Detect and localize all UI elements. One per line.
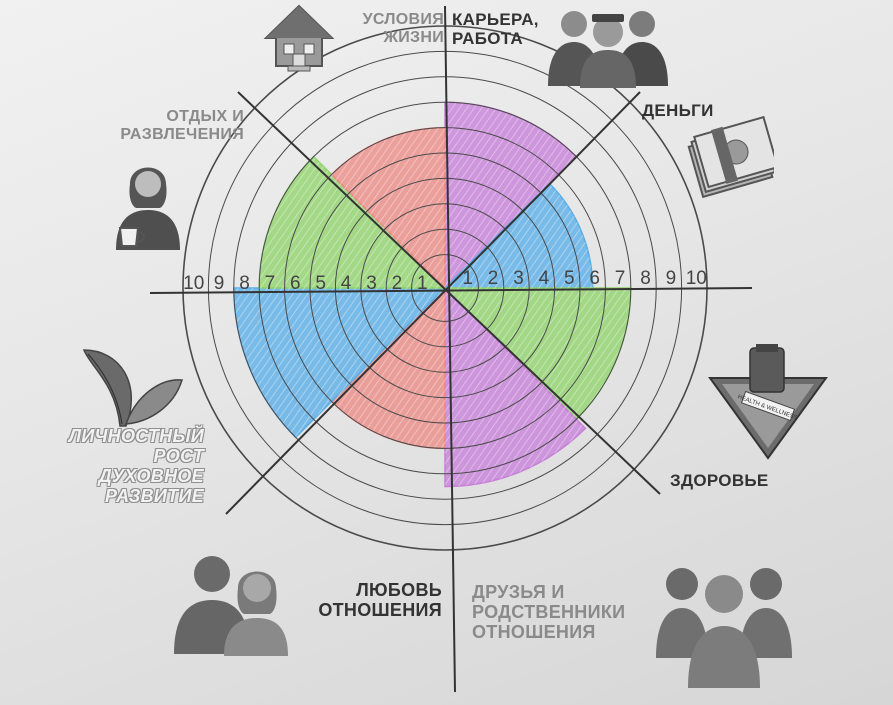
tick-label-left: 5 [315, 273, 326, 294]
house-icon [263, 4, 335, 72]
caption-love: ЛЮБОВЬ ОТНОШЕНИЯ [296, 580, 442, 620]
tick-label-left: 9 [214, 273, 225, 294]
tick-label-left: 2 [392, 273, 403, 294]
tick-label-left: 4 [341, 273, 352, 294]
caption-line: ЛЮБОВЬ [356, 580, 442, 600]
caption-line: ЛИЧНОСТНЫЙ [68, 426, 204, 446]
tick-label-right: 3 [513, 268, 524, 289]
sector-hatch [445, 102, 577, 288]
tick-label-right: 8 [640, 268, 651, 289]
caption-line: ДУХОВНОЕ [98, 466, 204, 487]
sector-dividers [149, 5, 753, 693]
caption-line: РАБОТА [452, 29, 523, 49]
tick-label-right: 4 [539, 268, 550, 289]
horizontal-axis [149, 287, 753, 294]
sector-hatch [445, 288, 586, 487]
woman-with-cup-icon [116, 167, 180, 250]
caption-line: РАЗВИТИЕ [104, 486, 204, 507]
couple-icon [174, 556, 288, 656]
caption-leisure: ОТДЫХ И РАЗВЛЕЧЕНИЯ [104, 108, 244, 144]
pencil-hatching [233, 102, 631, 487]
scale-ring [334, 177, 556, 399]
tick-label-right: 1 [462, 268, 473, 289]
tick-label-left: 7 [265, 273, 276, 294]
money-stack-icon [687, 115, 774, 199]
scale-ring [258, 101, 632, 475]
leaf-icon [82, 349, 183, 427]
caption-money: ДЕНЬГИ [642, 101, 714, 120]
diagonal-axis [225, 91, 641, 515]
tick-label-left: 8 [239, 273, 250, 294]
sector-hatch [259, 156, 445, 288]
tick-label-left: 3 [366, 273, 377, 294]
tick-label-left: 10 [183, 273, 204, 294]
tick-label-right: 5 [564, 268, 575, 289]
caption-line: РАЗВЛЕЧЕНИЯ [120, 125, 244, 143]
caption-line: КАРЬЕРА, [452, 10, 539, 29]
tick-label-right: 6 [589, 268, 600, 289]
tick-label-right: 2 [488, 268, 499, 289]
tick-label-left: 1 [417, 273, 428, 294]
scale-ring [360, 203, 530, 373]
caption-line: ДРУЗЬЯ И [472, 582, 565, 602]
caption-line: РОДСТВЕННИКИ [472, 602, 626, 623]
scale-ring [284, 127, 606, 449]
caption-career: КАРЬЕРА, РАБОТА [452, 10, 539, 48]
caption-health: ЗДОРОВЬЕ [670, 471, 769, 490]
scale-ring [385, 228, 505, 348]
caption-friends-relatives: ДРУЗЬЯ И РОДСТВЕННИКИ ОТНОШЕНИЯ [472, 582, 625, 642]
caption-line: ЖИЗНИ [383, 28, 444, 46]
scale-ring [411, 254, 479, 322]
tick-label-right: 10 [686, 268, 707, 289]
caption-line: ЗДОРОВЬЕ [670, 471, 769, 490]
vertical-axis [444, 5, 456, 693]
caption-personal-growth: ЛИЧНОСТНЫЙ РОСТ ДУХОВНОЕ РАЗВИТИЕ [52, 426, 204, 507]
tick-label-left: 6 [290, 273, 301, 294]
sector-hatch [445, 183, 593, 288]
sector-hatch [331, 288, 445, 449]
caption-line: РОСТ [153, 446, 204, 467]
caption-line: УСЛОВИЯ [362, 11, 444, 28]
caption-line: ОТДЫХ И [166, 108, 244, 125]
business-people-icon [548, 11, 668, 88]
sector-hatch [233, 288, 445, 438]
caption-living-conditions: УСЛОВИЯ ЖИЗНИ [344, 11, 444, 47]
caption-line: ОТНОШЕНИЯ [472, 622, 596, 643]
health-wellness-badge-icon: HEALTH & WELLNESS [708, 344, 828, 460]
sector-hatch [445, 288, 631, 420]
caption-line: ДЕНЬГИ [642, 101, 714, 120]
tick-label-right: 7 [615, 268, 626, 289]
caption-line: ОТНОШЕНИЯ [318, 600, 442, 621]
tick-label-right: 9 [666, 268, 677, 289]
group-of-people-icon [656, 568, 792, 688]
diagonal-axis [237, 91, 661, 495]
sector-hatch [331, 127, 445, 288]
scale-ring [309, 152, 581, 424]
